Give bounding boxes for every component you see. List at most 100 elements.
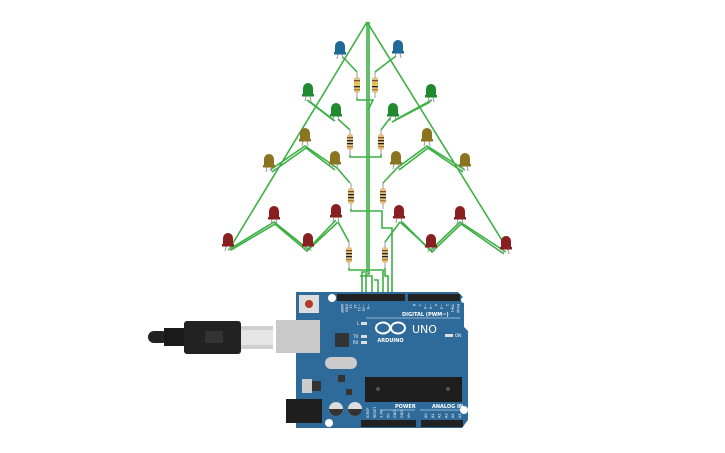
wire[interactable] (374, 55, 397, 73)
led-l-label: L (357, 321, 360, 326)
mount-hole (325, 419, 333, 427)
pin-label: A4 (451, 413, 455, 418)
resistor[interactable] (372, 72, 378, 98)
digital-header-right[interactable] (408, 294, 460, 301)
resistor[interactable] (348, 183, 354, 209)
wire[interactable] (384, 268, 389, 296)
wire[interactable] (342, 56, 358, 73)
yellow-led[interactable] (459, 153, 471, 172)
wire[interactable] (308, 100, 336, 122)
resistor[interactable] (382, 242, 388, 268)
pin-label: ~10 (362, 304, 366, 311)
yellow-led[interactable] (421, 128, 433, 147)
wires (227, 21, 509, 296)
wire[interactable] (391, 101, 431, 123)
wire[interactable] (356, 98, 375, 111)
atmega-chip (365, 377, 462, 402)
pin-label: 13 (349, 304, 353, 308)
pin-label: 4 (434, 304, 438, 307)
wire[interactable] (349, 154, 382, 158)
power-jack (286, 399, 322, 423)
red-led[interactable] (500, 236, 512, 255)
red-led[interactable] (268, 206, 280, 225)
wire[interactable] (396, 145, 466, 171)
led-rx-label: RX (353, 340, 359, 345)
power-header-label: POWER (395, 404, 416, 410)
mount-hole (461, 297, 467, 303)
wire[interactable] (360, 275, 373, 296)
yellow-led[interactable] (299, 128, 311, 147)
wire[interactable] (269, 145, 338, 171)
red-led[interactable] (330, 204, 342, 223)
pin-label: TX▸1 (451, 303, 455, 313)
pin-label: IOREF (366, 408, 370, 418)
mount-hole (328, 294, 336, 302)
wire-trunk-2[interactable] (365, 22, 370, 296)
wire[interactable] (337, 221, 350, 243)
wire-right-edge[interactable] (366, 21, 509, 251)
arduino-logo: ARDUINO (375, 321, 406, 344)
wire[interactable] (398, 147, 464, 173)
pin-label: A1 (431, 413, 435, 418)
red-led[interactable] (454, 206, 466, 225)
pin-label: A2 (438, 413, 442, 418)
resistor[interactable] (346, 242, 352, 268)
pin-label: 3.3V (380, 409, 384, 418)
wire[interactable] (271, 147, 336, 173)
wire[interactable] (230, 221, 339, 253)
red-led[interactable] (302, 233, 314, 252)
brand-label: ARDUINO (377, 338, 403, 344)
analog-header[interactable] (421, 420, 463, 427)
resistor[interactable] (378, 129, 384, 155)
wire-left-edge[interactable] (229, 21, 368, 249)
power-header[interactable] (361, 420, 416, 427)
wire-trunk[interactable] (361, 22, 368, 296)
led-on-label: ON (455, 333, 461, 338)
resistor[interactable] (354, 72, 360, 98)
yellow-led[interactable] (329, 151, 341, 170)
wire[interactable] (382, 167, 398, 184)
yellow-led[interactable] (390, 151, 402, 170)
wire[interactable] (374, 279, 379, 296)
digital-header-left[interactable] (337, 294, 405, 301)
wire[interactable] (227, 219, 337, 251)
resistor[interactable] (380, 183, 386, 209)
wire[interactable] (384, 221, 401, 243)
red-led[interactable] (222, 233, 234, 252)
red-led[interactable] (393, 205, 405, 224)
green-led[interactable] (425, 84, 437, 103)
resistor[interactable] (347, 129, 353, 155)
usb-port (276, 320, 320, 353)
crystal (325, 357, 357, 369)
wire[interactable] (348, 268, 384, 296)
green-led[interactable] (302, 83, 314, 102)
usb-cable[interactable] (148, 321, 273, 354)
wire[interactable] (350, 209, 393, 296)
digital-header-label: DIGITAL (PWM~) (402, 312, 449, 318)
pin-label: A3 (444, 413, 448, 418)
pin-label: Vin (407, 412, 411, 418)
wire[interactable] (401, 221, 505, 255)
green-led[interactable] (330, 103, 342, 122)
red-led[interactable] (425, 234, 437, 253)
leds (222, 40, 512, 255)
yellow-led[interactable] (263, 154, 275, 173)
wire[interactable] (336, 167, 351, 184)
blue-led[interactable] (334, 41, 346, 60)
model-label: UNO (412, 323, 437, 336)
blue-led[interactable] (392, 40, 404, 59)
pin-label: 5V (386, 413, 390, 418)
pin-label: A0 (424, 413, 428, 418)
pin-label: GND (393, 410, 397, 418)
resistors (346, 72, 388, 268)
green-led[interactable] (387, 103, 399, 122)
pin-label: ~5 (429, 304, 433, 309)
wire[interactable] (337, 118, 351, 131)
wire[interactable] (380, 117, 391, 131)
pin-label: AREF (340, 304, 344, 313)
